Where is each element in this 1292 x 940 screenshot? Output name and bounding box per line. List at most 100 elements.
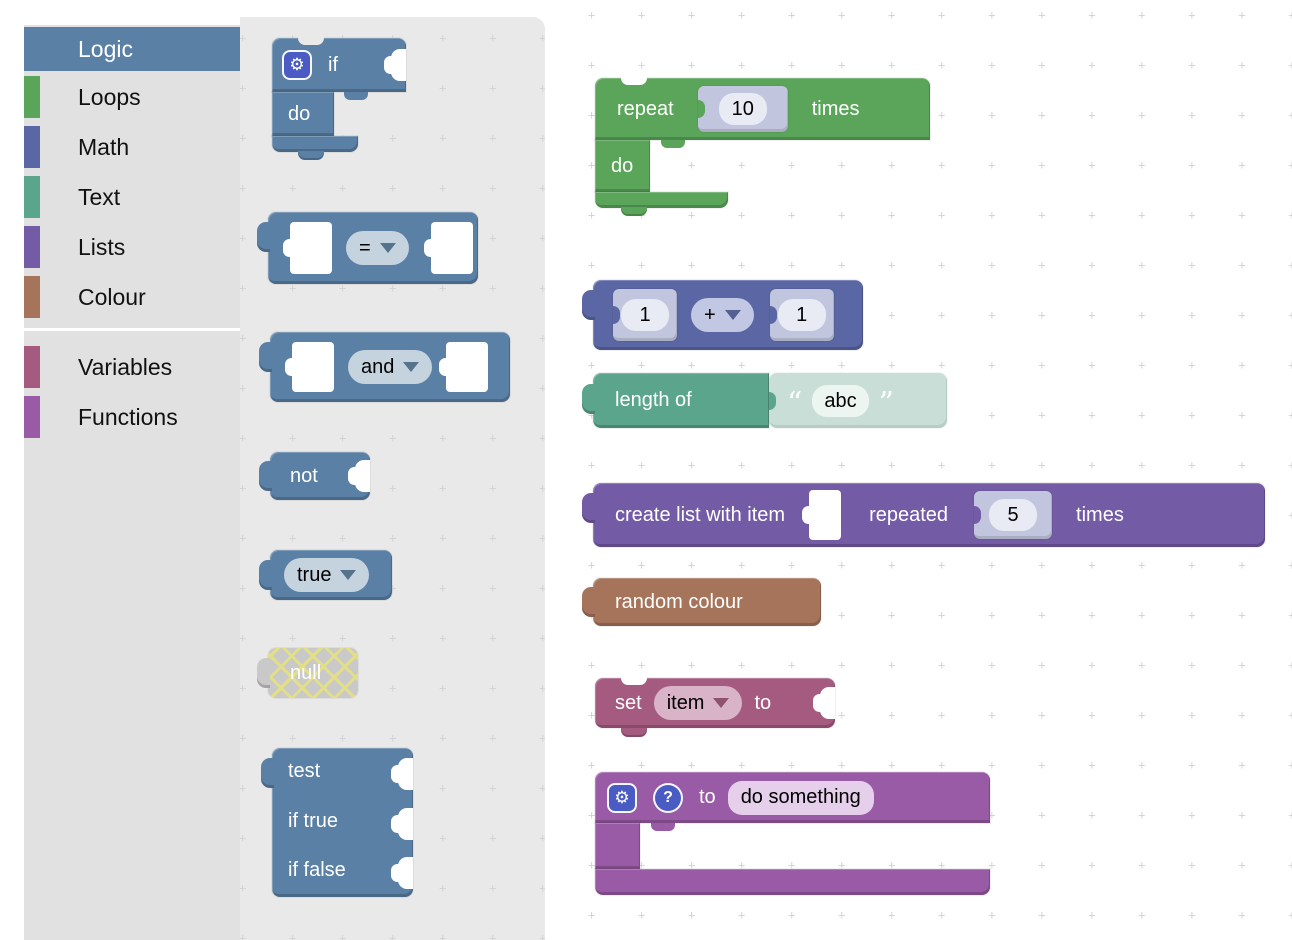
operator-dropdown[interactable]: +: [691, 298, 754, 332]
sidebar-item-text[interactable]: Text: [24, 175, 240, 219]
toolbox-sidebar: Logic Loops Math Text Lists Colour Varia…: [24, 25, 240, 940]
create-list-label: create list with item: [615, 503, 786, 526]
text-field[interactable]: abc: [812, 384, 869, 417]
category-color-chip: [24, 126, 40, 168]
times-label: times: [1076, 503, 1124, 526]
sidebar-item-colour[interactable]: Colour: [24, 275, 240, 319]
sidebar-item-math[interactable]: Math: [24, 125, 240, 169]
left-shadow-block[interactable]: 1: [613, 289, 677, 341]
create-list-body: create list with item repeated 5 times: [582, 483, 1265, 547]
category-label: Math: [78, 133, 130, 160]
value-socket: [285, 342, 334, 392]
category-separator: [24, 328, 240, 331]
category-label: Loops: [78, 83, 141, 110]
boolean-dropdown[interactable]: true: [284, 558, 370, 592]
help-icon[interactable]: ?: [653, 782, 683, 813]
output-tab: [257, 658, 270, 688]
category-color-chip: [24, 276, 40, 318]
variable-dropdown[interactable]: item: [653, 686, 743, 720]
boolean-body: true: [259, 550, 392, 600]
output-tab: [261, 758, 274, 788]
category-color-chip: [24, 346, 40, 388]
to-label: to: [754, 691, 772, 714]
right-operand-field[interactable]: 1: [777, 299, 826, 331]
block-not[interactable]: not: [259, 452, 370, 500]
value-socket: [423, 222, 473, 274]
right-shadow-block[interactable]: 1: [769, 289, 834, 341]
test-label: test: [288, 760, 321, 782]
sidebar-item-lists[interactable]: Lists: [24, 225, 240, 269]
block-arithmetic[interactable]: 1 + 1: [582, 280, 863, 350]
arithmetic-body: 1 + 1: [582, 280, 863, 350]
bottom-tab: [298, 151, 324, 160]
block-length-of[interactable]: length of “ abc ”: [582, 373, 948, 428]
dropdown-arrow-icon: [379, 243, 396, 253]
count-field[interactable]: 10: [718, 93, 767, 125]
top-notch: [298, 37, 324, 45]
function-top-bar: ⚙ ? to do something: [595, 772, 990, 823]
count-field[interactable]: 5: [989, 499, 1038, 531]
compare-body: =: [257, 212, 478, 284]
value-socket: [391, 857, 413, 889]
output-tab: [582, 587, 595, 617]
block-and[interactable]: and: [259, 332, 510, 402]
block-boolean[interactable]: true: [259, 550, 392, 600]
length-label: length of: [615, 389, 692, 411]
block-null-disabled[interactable]: null: [257, 648, 358, 698]
block-set-variable[interactable]: set item to: [595, 677, 835, 737]
boolean-label: true: [297, 563, 332, 586]
null-label: null: [290, 661, 322, 684]
if-false-label: if false: [288, 859, 346, 881]
sidebar-item-variables[interactable]: Variables: [24, 345, 240, 389]
block-ternary[interactable]: test if true if false: [261, 748, 413, 897]
text-shadow-block[interactable]: “ abc ”: [769, 373, 947, 428]
operator-dropdown[interactable]: =: [346, 231, 409, 265]
repeat-spine: do: [595, 140, 650, 192]
value-socket: [283, 222, 332, 274]
repeat-top-bar: repeat 10 times: [595, 77, 930, 140]
sidebar-item-loops[interactable]: Loops: [24, 75, 240, 119]
category-label: Functions: [78, 403, 178, 430]
block-random-colour[interactable]: random colour: [582, 578, 821, 626]
output-tab: [582, 493, 595, 523]
output-tab: [259, 461, 272, 491]
gear-icon[interactable]: ⚙: [607, 782, 637, 813]
block-if-do[interactable]: ⚙ if do: [272, 37, 412, 163]
if-top-bar: ⚙ if: [272, 37, 406, 92]
count-shadow-block[interactable]: 10: [697, 86, 788, 132]
if-true-label: if true: [288, 810, 339, 832]
do-label: do: [288, 102, 311, 125]
function-name-field[interactable]: do something: [727, 780, 874, 815]
block-repeat[interactable]: repeat 10 times do: [595, 77, 935, 218]
output-tab: [582, 384, 595, 414]
category-label: Colour: [78, 283, 146, 310]
block-function-define[interactable]: ⚙ ? to do something: [595, 772, 995, 897]
category-label: Logic: [78, 35, 133, 62]
if-spine: do: [272, 92, 334, 136]
sidebar-item-functions[interactable]: Functions: [24, 395, 240, 439]
dropdown-arrow-icon: [340, 570, 357, 580]
statement-notch: [651, 823, 675, 831]
if-label: if: [328, 53, 338, 76]
function-bottom-rail: [595, 869, 990, 895]
category-label: Variables: [78, 353, 173, 380]
block-compare[interactable]: =: [257, 212, 478, 284]
repeat-bottom-rail: [595, 192, 728, 208]
statement-notch: [661, 140, 685, 148]
top-notch: [621, 677, 647, 685]
block-create-list[interactable]: create list with item repeated 5 times: [582, 483, 1265, 547]
left-operand-field[interactable]: 1: [621, 299, 669, 331]
to-label: to: [699, 786, 716, 808]
category-label: Text: [78, 183, 121, 210]
repeated-label: repeated: [869, 503, 949, 526]
sidebar-item-logic[interactable]: Logic: [24, 27, 240, 71]
gear-icon[interactable]: ⚙: [282, 50, 312, 80]
and-body: and: [259, 332, 510, 402]
count-shadow-block[interactable]: 5: [974, 491, 1053, 539]
operator-dropdown[interactable]: and: [348, 350, 433, 384]
bottom-tab: [621, 728, 647, 737]
dropdown-arrow-icon: [724, 310, 741, 320]
operator-label: =: [359, 236, 371, 259]
ternary-body: test if true if false: [261, 748, 413, 897]
